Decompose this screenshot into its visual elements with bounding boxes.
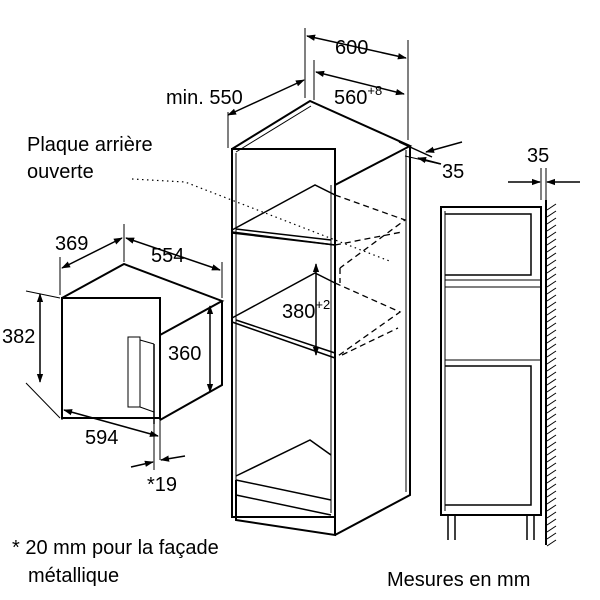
dim-oven-width-front: 594 bbox=[85, 427, 118, 449]
wall-hatch-line bbox=[546, 469, 557, 477]
footnote-line2: métallique bbox=[28, 565, 119, 587]
dim-panel-side: 35 bbox=[527, 145, 549, 167]
dim-oven-width-top: 554 bbox=[151, 245, 184, 267]
wall-hatching bbox=[546, 203, 557, 547]
wall-hatch-line bbox=[546, 525, 557, 533]
wall-hatch-line bbox=[546, 392, 557, 400]
wall-hatch-line bbox=[546, 245, 557, 253]
units-note: Mesures en mm bbox=[387, 569, 530, 591]
niche-outline bbox=[334, 194, 407, 359]
rear-panel-label-line2: ouverte bbox=[27, 161, 94, 183]
wall-hatch-line bbox=[546, 301, 557, 309]
wall-hatch-line bbox=[546, 273, 557, 281]
wall-hatch-line bbox=[546, 315, 557, 323]
dimension-lines bbox=[25, 28, 580, 470]
dim-facade-depth: *19 bbox=[147, 474, 177, 496]
wall-hatch-line bbox=[546, 350, 557, 358]
wall-hatch-line bbox=[546, 322, 557, 330]
wall-hatch-line bbox=[546, 483, 557, 491]
wall-hatch-line bbox=[546, 532, 557, 540]
wall-hatch-line bbox=[546, 455, 557, 463]
dim-cabinet-width: 600 bbox=[335, 37, 368, 59]
wall-hatch-line bbox=[546, 497, 557, 505]
dim-niche-height: 380+2 bbox=[282, 297, 330, 323]
wall-hatch-line bbox=[546, 266, 557, 274]
wall-hatch-line bbox=[546, 476, 557, 484]
wall-hatch-line bbox=[546, 287, 557, 295]
wall-hatch-line bbox=[546, 238, 557, 246]
wall-hatch-line bbox=[546, 308, 557, 316]
wall-hatch-line bbox=[546, 294, 557, 302]
wall-hatch-line bbox=[546, 462, 557, 470]
dim-min-depth: min. 550 bbox=[166, 87, 243, 109]
wall-hatch-line bbox=[546, 364, 557, 372]
wall-hatch-line bbox=[546, 518, 557, 526]
wall-hatch-line bbox=[546, 231, 557, 239]
wall-hatch-line bbox=[546, 210, 557, 218]
wall-hatch-line bbox=[546, 434, 557, 442]
wall-hatch-line bbox=[546, 336, 557, 344]
dim-oven-depth: 369 bbox=[55, 233, 88, 255]
wall-hatch-line bbox=[546, 539, 557, 547]
wall-hatch-line bbox=[546, 399, 557, 407]
dim-panel-front: 35 bbox=[442, 161, 464, 183]
wall-hatch-line bbox=[546, 511, 557, 519]
wall-hatch-line bbox=[546, 385, 557, 393]
wall-hatch-line bbox=[546, 252, 557, 260]
wall-hatch-line bbox=[546, 357, 557, 365]
wall-hatch-line bbox=[546, 217, 557, 225]
dim-niche-width: 560+8 bbox=[334, 83, 382, 109]
wall-hatch-line bbox=[546, 329, 557, 337]
side-view-cabinet bbox=[440, 200, 547, 545]
rear-panel-label-line1: Plaque arrière bbox=[27, 134, 153, 156]
dim-oven-inner-height: 360 bbox=[168, 343, 201, 365]
wall-hatch-line bbox=[546, 427, 557, 435]
wall-hatch-line bbox=[546, 203, 557, 211]
wall-hatch-line bbox=[546, 504, 557, 512]
wall-hatch-line bbox=[546, 406, 557, 414]
wall-hatch-line bbox=[546, 224, 557, 232]
tall-cabinet bbox=[231, 99, 413, 537]
wall-hatch-line bbox=[546, 378, 557, 386]
wall-hatch-line bbox=[546, 371, 557, 379]
dim-oven-height: 382 bbox=[2, 326, 35, 348]
wall-hatch-line bbox=[546, 259, 557, 267]
footnote-line1: * 20 mm pour la façade bbox=[12, 537, 219, 559]
wall-hatch-line bbox=[546, 420, 557, 428]
rear-panel-leader bbox=[131, 178, 393, 263]
wall-hatch-line bbox=[546, 413, 557, 421]
wall-hatch-line bbox=[546, 280, 557, 288]
wall-hatch-line bbox=[546, 441, 557, 449]
wall-hatch-line bbox=[546, 343, 557, 351]
wall-hatch-line bbox=[546, 490, 557, 498]
wall-hatch-line bbox=[546, 448, 557, 456]
